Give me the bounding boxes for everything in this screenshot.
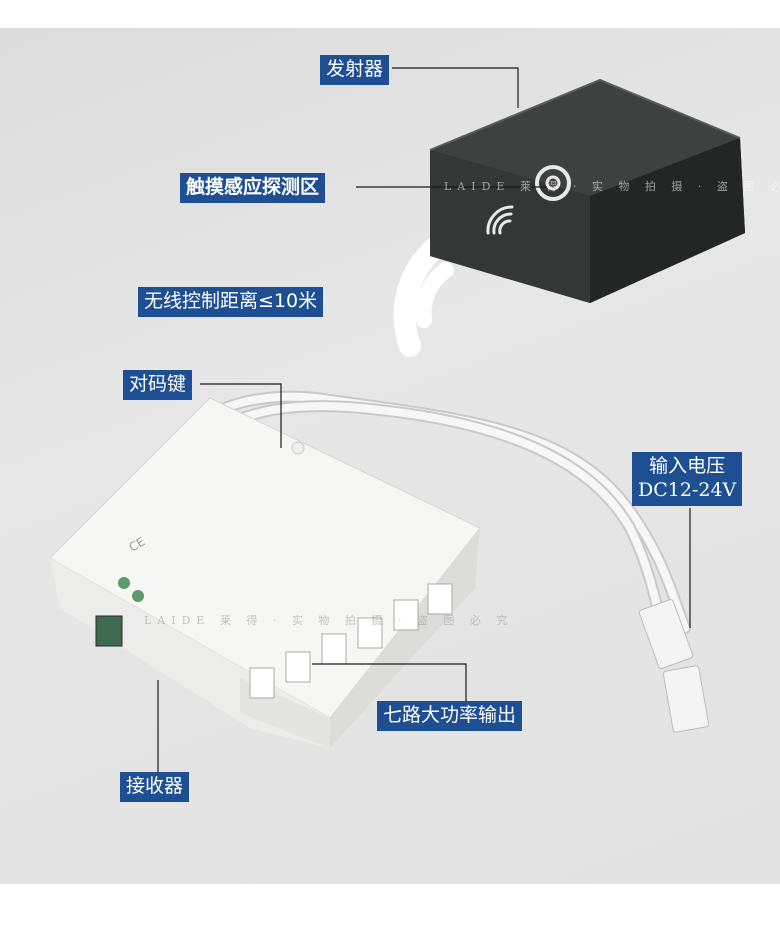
input-connectors [638, 599, 710, 733]
label-pair-button: 对码键 [123, 370, 193, 400]
label-input-voltage-line1: 输入电压 [649, 455, 726, 477]
wireless-signal-icon [486, 205, 514, 235]
led-indicator [118, 577, 130, 589]
touch-power-icon [535, 165, 571, 201]
label-outputs: 七路大功率输出 [377, 701, 523, 731]
receiver-device: CE [49, 397, 481, 748]
output-ports [249, 583, 453, 699]
cables [164, 390, 691, 664]
product-photo: CE LAIDE 莱 得 · 实 物 拍 摄 · 盗 图 必 究 LAIDE 莱… [0, 28, 780, 884]
label-transmitter: 发射器 [320, 55, 390, 85]
label-receiver: 接收器 [120, 772, 190, 802]
product-illustration: CE [49, 67, 745, 774]
ce-mark-icon: CE [127, 534, 148, 554]
leader-lines [157, 67, 691, 774]
label-input-voltage: 输入电压 DC12-24V [632, 452, 743, 506]
watermark-bottom: LAIDE 莱 得 · 实 物 拍 摄 · 盗 图 必 究 [144, 614, 514, 627]
watermark-top: LAIDE 莱 得 · 实 物 拍 摄 · 盗 图 必 究 [444, 180, 780, 193]
receiver-window [95, 615, 123, 647]
pair-button [291, 441, 305, 455]
led-indicator [132, 590, 144, 602]
transmitter-device [429, 78, 745, 303]
label-wireless-range: 无线控制距离≤10米 [138, 287, 324, 317]
label-input-voltage-line2: DC12-24V [638, 478, 737, 501]
label-touch-area: 触摸感应探测区 [180, 173, 326, 203]
